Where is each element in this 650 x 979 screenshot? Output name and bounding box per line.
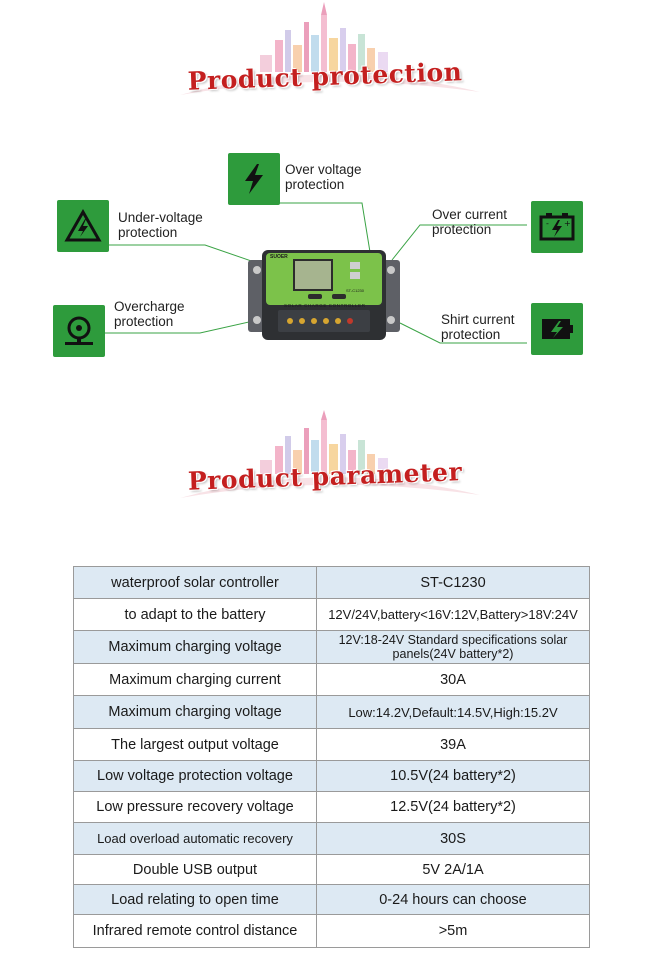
param-label: to adapt to the battery bbox=[73, 598, 317, 631]
table-row: The largest output voltage 39A bbox=[73, 728, 590, 761]
short-current-label: Shirt current protection bbox=[441, 312, 515, 342]
overcharge-label: Overcharge protection bbox=[114, 299, 185, 329]
table-row: Low pressure recovery voltage 12.5V(24 b… bbox=[73, 791, 590, 823]
param-label: Load relating to open time bbox=[73, 884, 317, 915]
parameter-banner: Product parameter bbox=[150, 410, 500, 520]
over-current-label: Over current protection bbox=[432, 207, 508, 237]
table-row: Maximum charging voltage 12V:18-24V Stan… bbox=[73, 630, 590, 664]
param-value: Low:14.2V,Default:14.5V,High:15.2V bbox=[316, 695, 590, 729]
skyline-decoration bbox=[180, 2, 480, 95]
table-row: Load relating to open time 0-24 hours ca… bbox=[73, 884, 590, 915]
protection-diagram: Over voltage protection Under-voltage pr… bbox=[0, 140, 650, 400]
param-label: Low pressure recovery voltage bbox=[73, 791, 317, 823]
param-value: 0-24 hours can choose bbox=[316, 884, 590, 915]
over-voltage-icon bbox=[228, 153, 280, 205]
svg-text:+: + bbox=[564, 219, 571, 228]
skyline-decoration bbox=[180, 410, 480, 498]
param-label: Maximum charging current bbox=[73, 663, 317, 696]
device-model: ST-C1230 bbox=[346, 288, 365, 293]
param-value: 12.5V(24 battery*2) bbox=[316, 791, 590, 823]
param-value: 10.5V(24 battery*2) bbox=[316, 760, 590, 792]
table-row: to adapt to the battery 12V/24V,battery<… bbox=[73, 598, 590, 631]
device-brand: SUOER bbox=[270, 254, 288, 260]
param-value: 30A bbox=[316, 663, 590, 696]
over-voltage-label: Over voltage protection bbox=[285, 162, 362, 192]
short-circuit-battery-icon bbox=[531, 303, 583, 355]
param-label: Load overload automatic recovery bbox=[73, 822, 317, 855]
param-label: waterproof solar controller bbox=[73, 566, 317, 599]
param-label: Maximum charging voltage bbox=[73, 695, 317, 729]
param-label: The largest output voltage bbox=[73, 728, 317, 761]
table-row: waterproof solar controller ST-C1230 bbox=[73, 566, 590, 599]
param-value: 30S bbox=[316, 822, 590, 855]
param-value: 12V:18-24V Standard specifications solar… bbox=[316, 630, 590, 664]
table-row: Maximum charging current 30A bbox=[73, 663, 590, 696]
solar-charge-controller-image: SUOER ST-C1230 SOLAR CHARGE CONTROLLER bbox=[248, 248, 400, 344]
protection-banner: Product protection bbox=[150, 0, 500, 110]
table-row: Double USB output 5V 2A/1A bbox=[73, 854, 590, 885]
param-value: ST-C1230 bbox=[316, 566, 590, 599]
param-value: >5m bbox=[316, 914, 590, 948]
under-voltage-label: Under-voltage protection bbox=[118, 210, 203, 240]
param-value: 12V/24V,battery<16V:12V,Battery>18V:24V bbox=[316, 598, 590, 631]
param-label: Low voltage protection voltage bbox=[73, 760, 317, 792]
param-value: 39A bbox=[316, 728, 590, 761]
table-row: Load overload automatic recovery 30S bbox=[73, 822, 590, 855]
param-label: Double USB output bbox=[73, 854, 317, 885]
under-voltage-icon bbox=[57, 200, 109, 252]
param-label: Infrared remote control distance bbox=[73, 914, 317, 948]
svg-text:-: - bbox=[546, 219, 549, 228]
table-row: Maximum charging voltage Low:14.2V,Defau… bbox=[73, 695, 590, 729]
battery-over-current-icon: - + bbox=[531, 201, 583, 253]
param-label: Maximum charging voltage bbox=[73, 630, 317, 664]
param-value: 5V 2A/1A bbox=[316, 854, 590, 885]
connector-lines bbox=[80, 202, 527, 344]
table-row: Infrared remote control distance >5m bbox=[73, 914, 590, 948]
overcharge-gauge-icon bbox=[53, 305, 105, 357]
table-row: Low voltage protection voltage 10.5V(24 … bbox=[73, 760, 590, 792]
parameter-table: waterproof solar controller ST-C1230 to … bbox=[73, 566, 590, 948]
device-panel-text: SOLAR CHARGE CONTROLLER bbox=[284, 303, 366, 308]
